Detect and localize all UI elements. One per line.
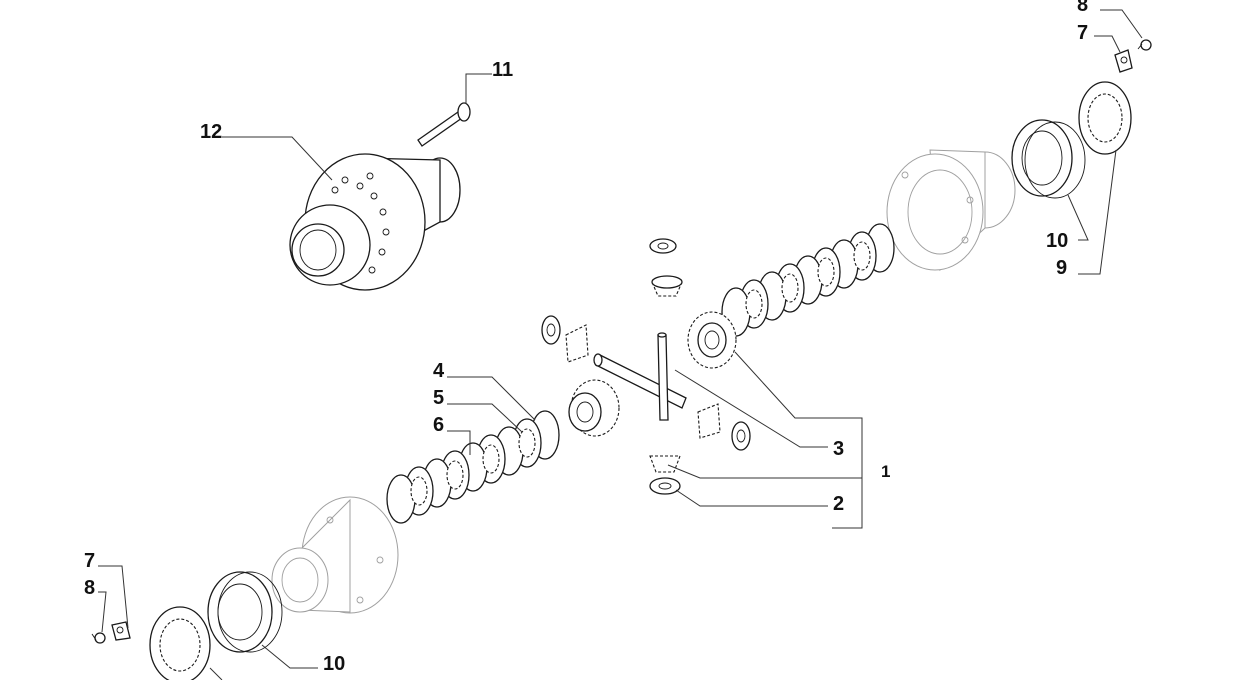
housing-bolt: [417, 102, 471, 147]
planet-gear-right: [697, 403, 721, 439]
thrust-washer-right: [731, 421, 751, 451]
callout-9: 9: [1056, 257, 1067, 279]
thrust-washer-left: [541, 315, 561, 345]
right-bearing: [1011, 119, 1086, 199]
callout-10-top: 10: [1046, 230, 1068, 252]
side-gear-left: [568, 379, 620, 437]
differential-housing-assembly: [289, 153, 461, 291]
thrust-washer-bottom: [649, 477, 681, 495]
callout-5: 5: [433, 387, 444, 409]
callout-7-top: 7: [1077, 22, 1088, 44]
right-half-housing: [886, 149, 1016, 272]
planet-gear-bottom: [649, 455, 681, 473]
lock-screw-top: [1137, 39, 1152, 51]
planet-gear-left: [565, 324, 589, 363]
right-ring-nut: [1078, 81, 1132, 155]
left-bearing: [207, 571, 283, 653]
clutch-disc-pack-left: [386, 410, 560, 524]
callout-8-bottom: 8: [84, 577, 95, 599]
lock-screw-bottom: [91, 632, 106, 644]
callout-7-bottom: 7: [84, 550, 95, 572]
lock-clip-top: [1114, 49, 1133, 73]
callout-3: 3: [833, 438, 844, 460]
callout-11: 11: [492, 59, 513, 81]
callout-4: 4: [433, 360, 445, 382]
planet-gear-top: [651, 275, 683, 297]
callout-12: 12: [200, 121, 222, 143]
callout-1: 1: [881, 462, 890, 481]
left-half-housing: [271, 496, 399, 614]
callout-8-top: 8: [1077, 0, 1088, 16]
callout-2: 2: [833, 493, 844, 515]
callout-6: 6: [433, 414, 444, 436]
thrust-washer-top: [649, 238, 677, 254]
clutch-disc-pack-right: [721, 223, 895, 337]
leader-lines: [98, 9, 1143, 680]
callout-10-bottom: 10: [323, 653, 345, 675]
callout-labels: 12 11 8 7 10 9 4 5 6 3 1 2 7 8 10: [84, 0, 1088, 675]
cross-pin-short: [657, 332, 669, 421]
side-gear-right: [687, 311, 737, 369]
left-ring-nut: [149, 606, 211, 680]
lock-clip-bottom: [111, 621, 131, 641]
